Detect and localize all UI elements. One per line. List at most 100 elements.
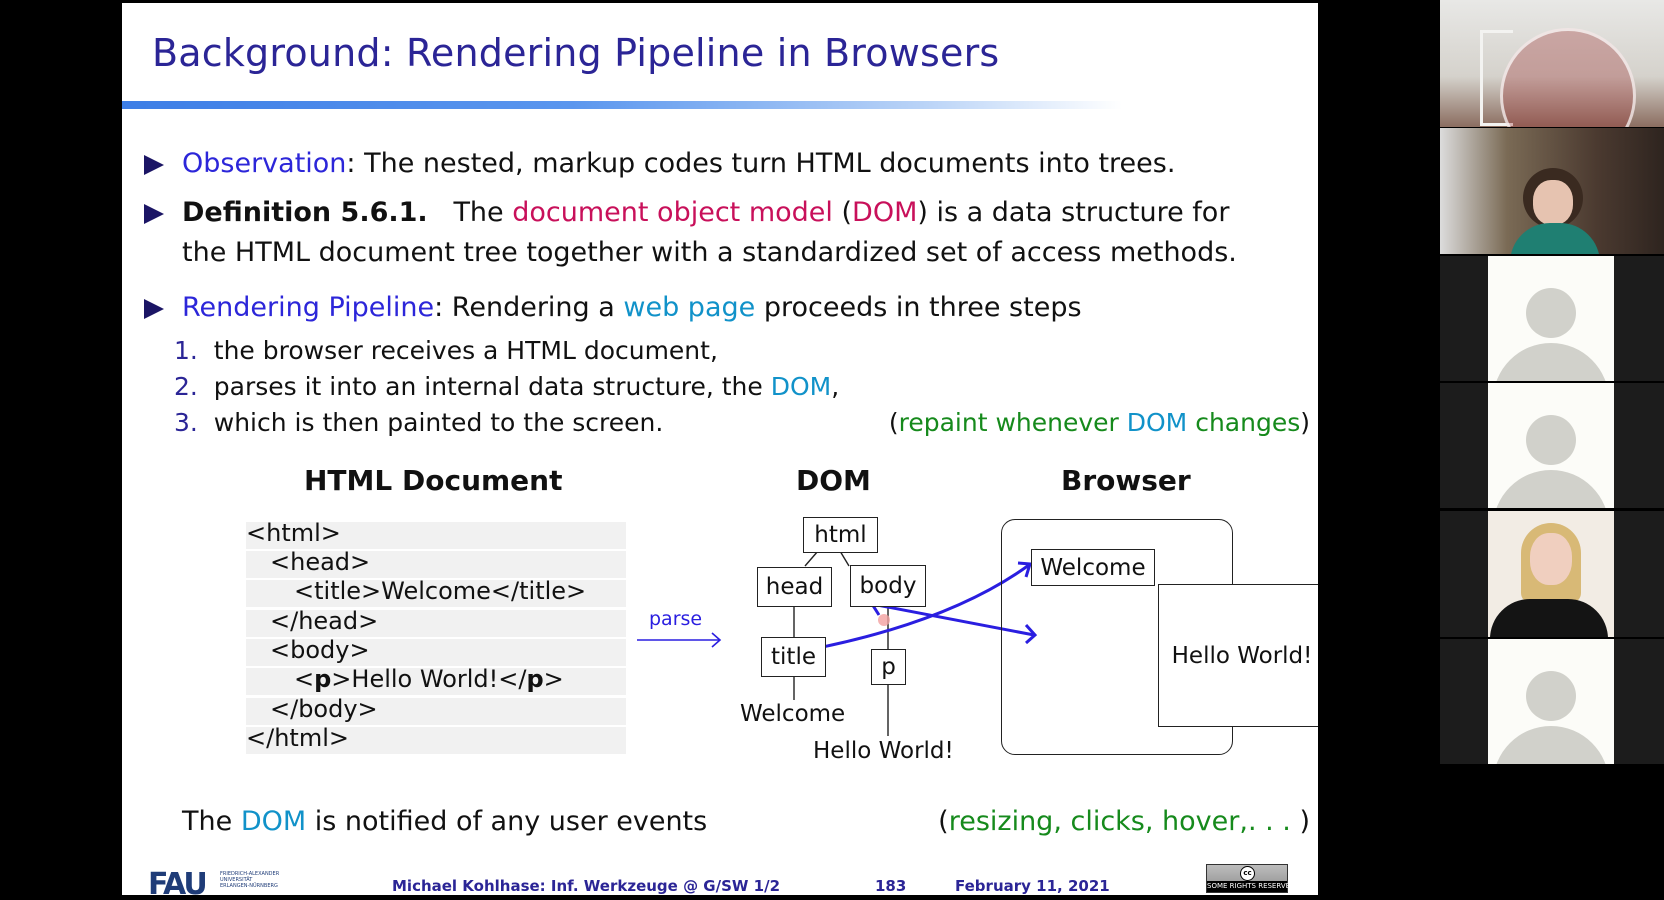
step-text: which is then painted to the screen. bbox=[213, 408, 664, 437]
code-text: <body> bbox=[270, 636, 370, 664]
events-line: The DOM is notified of any user events bbox=[182, 806, 707, 837]
code-line: <title>Welcome</title> bbox=[294, 577, 586, 605]
browser-title-tab: Welcome bbox=[1031, 549, 1155, 586]
code-tag-bold: p bbox=[526, 665, 544, 693]
definition-abbr: DOM bbox=[852, 197, 918, 228]
definition-label: Definition 5.6.1. bbox=[182, 197, 428, 228]
dom-node-p: p bbox=[871, 649, 906, 685]
code-text: >Hello World!</ bbox=[331, 665, 527, 693]
code-text: </html> bbox=[246, 724, 349, 752]
step-2: 2. parses it into an internal data struc… bbox=[174, 372, 839, 401]
code-text: > bbox=[543, 665, 564, 693]
step-3: 3. which is then painted to the screen. bbox=[174, 408, 663, 437]
code-text: <title>Welcome</title> bbox=[294, 577, 587, 605]
participant-tile-4[interactable] bbox=[1440, 383, 1664, 508]
edge-html-body bbox=[839, 550, 850, 567]
code-row-bg bbox=[246, 668, 626, 695]
code-line: </html> bbox=[246, 724, 349, 752]
code-text: <head> bbox=[270, 548, 371, 576]
code-line: <p>Hello World!</p> bbox=[294, 665, 564, 693]
code-line: </head> bbox=[270, 607, 378, 635]
events-post: is notified of any user events bbox=[306, 806, 708, 837]
definition-line: Definition 5.6.1. The document object mo… bbox=[182, 197, 1229, 228]
code-text: </head> bbox=[270, 607, 379, 635]
footer-date: February 11, 2021 bbox=[955, 877, 1110, 895]
avatar-head-icon bbox=[1526, 415, 1576, 465]
fau-logo-text: FRIEDRICH-ALEXANDER UNIVERSITÄT ERLANGEN… bbox=[220, 871, 279, 889]
face bbox=[1530, 533, 1572, 585]
code-row-bg bbox=[246, 551, 626, 578]
participant-tile-5[interactable] bbox=[1440, 511, 1664, 637]
dom-term: DOM bbox=[770, 372, 832, 401]
avatar-body-icon bbox=[1493, 726, 1609, 764]
definition-pre: The bbox=[453, 197, 513, 228]
web-page-link: web page bbox=[623, 292, 756, 323]
participant-video-2[interactable] bbox=[1440, 128, 1664, 254]
definition-term: document object model bbox=[512, 197, 833, 228]
code-text: < bbox=[294, 665, 315, 693]
lecture-slide: Background: Rendering Pipeline in Browse… bbox=[122, 3, 1318, 895]
footer-page-number: 183 bbox=[875, 877, 907, 895]
code-row-bg bbox=[246, 698, 626, 725]
license-text: SOME RIGHTS RESERVED bbox=[1207, 881, 1296, 892]
shirt bbox=[1490, 599, 1608, 637]
logo-line: FRIEDRICH-ALEXANDER bbox=[220, 871, 280, 877]
step-text: the browser receives a HTML document, bbox=[213, 336, 718, 365]
pipeline-pre: : Rendering a bbox=[434, 292, 624, 323]
definition-text: ) is a data structure for bbox=[917, 197, 1230, 228]
bullet-triangle-icon bbox=[144, 204, 164, 224]
step-number: 2. bbox=[174, 372, 198, 401]
avatar-head-icon bbox=[1526, 671, 1576, 721]
paren-close: ) bbox=[1300, 408, 1310, 437]
dom-leaf-hello: Hello World! bbox=[813, 738, 954, 764]
participant-video-presenter[interactable] bbox=[1440, 0, 1664, 127]
repaint-changes: changes bbox=[1187, 408, 1301, 437]
dom-node-head: head bbox=[757, 567, 832, 607]
dom-node-body: body bbox=[850, 565, 926, 607]
bookshelf-decor bbox=[1480, 30, 1513, 126]
code-text: <html> bbox=[246, 519, 341, 547]
avatar-body-icon bbox=[1493, 343, 1609, 381]
edge-html-head bbox=[804, 550, 819, 567]
code-row-bg bbox=[246, 610, 626, 637]
participant-tile-6[interactable] bbox=[1440, 639, 1664, 764]
step-number: 3. bbox=[174, 408, 198, 437]
step-number: 1. bbox=[174, 336, 198, 365]
html-code-listing: <html><head><title>Welcome</title></head… bbox=[246, 519, 626, 758]
participant-tile-3[interactable] bbox=[1440, 256, 1664, 381]
code-row-bg bbox=[246, 639, 626, 666]
html-document-header: HTML Document bbox=[304, 464, 563, 497]
code-line: <html> bbox=[246, 519, 341, 547]
slide-footer: FAU FRIEDRICH-ALEXANDER UNIVERSITÄT ERLA… bbox=[122, 864, 1318, 895]
bullet-triangle-icon bbox=[144, 299, 164, 319]
pipeline-term: Rendering Pipeline bbox=[182, 292, 435, 323]
code-line: <body> bbox=[270, 636, 370, 664]
code-tag-bold: p bbox=[314, 665, 332, 693]
paren-open: ( bbox=[938, 806, 949, 837]
cc-icon: cc bbox=[1240, 866, 1255, 881]
logo-line: UNIVERSITÄT bbox=[220, 877, 253, 883]
repaint-text: repaint whenever bbox=[898, 408, 1127, 437]
code-row-bg bbox=[246, 727, 626, 754]
dom-term: DOM bbox=[1126, 408, 1188, 437]
profile-photo bbox=[1488, 511, 1614, 637]
diagram-lines bbox=[637, 550, 1038, 736]
dom-term: DOM bbox=[240, 806, 307, 837]
logo-line: ERLANGEN-NÜRNBERG bbox=[220, 883, 278, 889]
paren-open: ( bbox=[832, 197, 853, 228]
dom-node-html: html bbox=[803, 517, 878, 553]
parse-label: parse bbox=[649, 608, 703, 630]
pipeline-post: proceeds in three steps bbox=[755, 292, 1082, 323]
arrowhead-icon bbox=[1017, 561, 1032, 578]
university-seal-icon bbox=[1500, 28, 1636, 127]
events-examples: resizing, clicks, hover,. . . bbox=[948, 806, 1300, 837]
participant-face bbox=[1533, 180, 1573, 225]
parse-arrowhead-icon bbox=[711, 632, 722, 648]
footer-author: Michael Kohlhase: Inf. Werkzeuge @ G/SW … bbox=[392, 877, 781, 895]
paren-open: ( bbox=[888, 408, 899, 437]
avatar-background bbox=[1488, 639, 1614, 764]
dom-header: DOM bbox=[796, 464, 871, 497]
avatar-body-icon bbox=[1493, 470, 1609, 508]
dom-leaf-welcome: Welcome bbox=[740, 701, 846, 727]
participant-sweater bbox=[1510, 223, 1600, 254]
